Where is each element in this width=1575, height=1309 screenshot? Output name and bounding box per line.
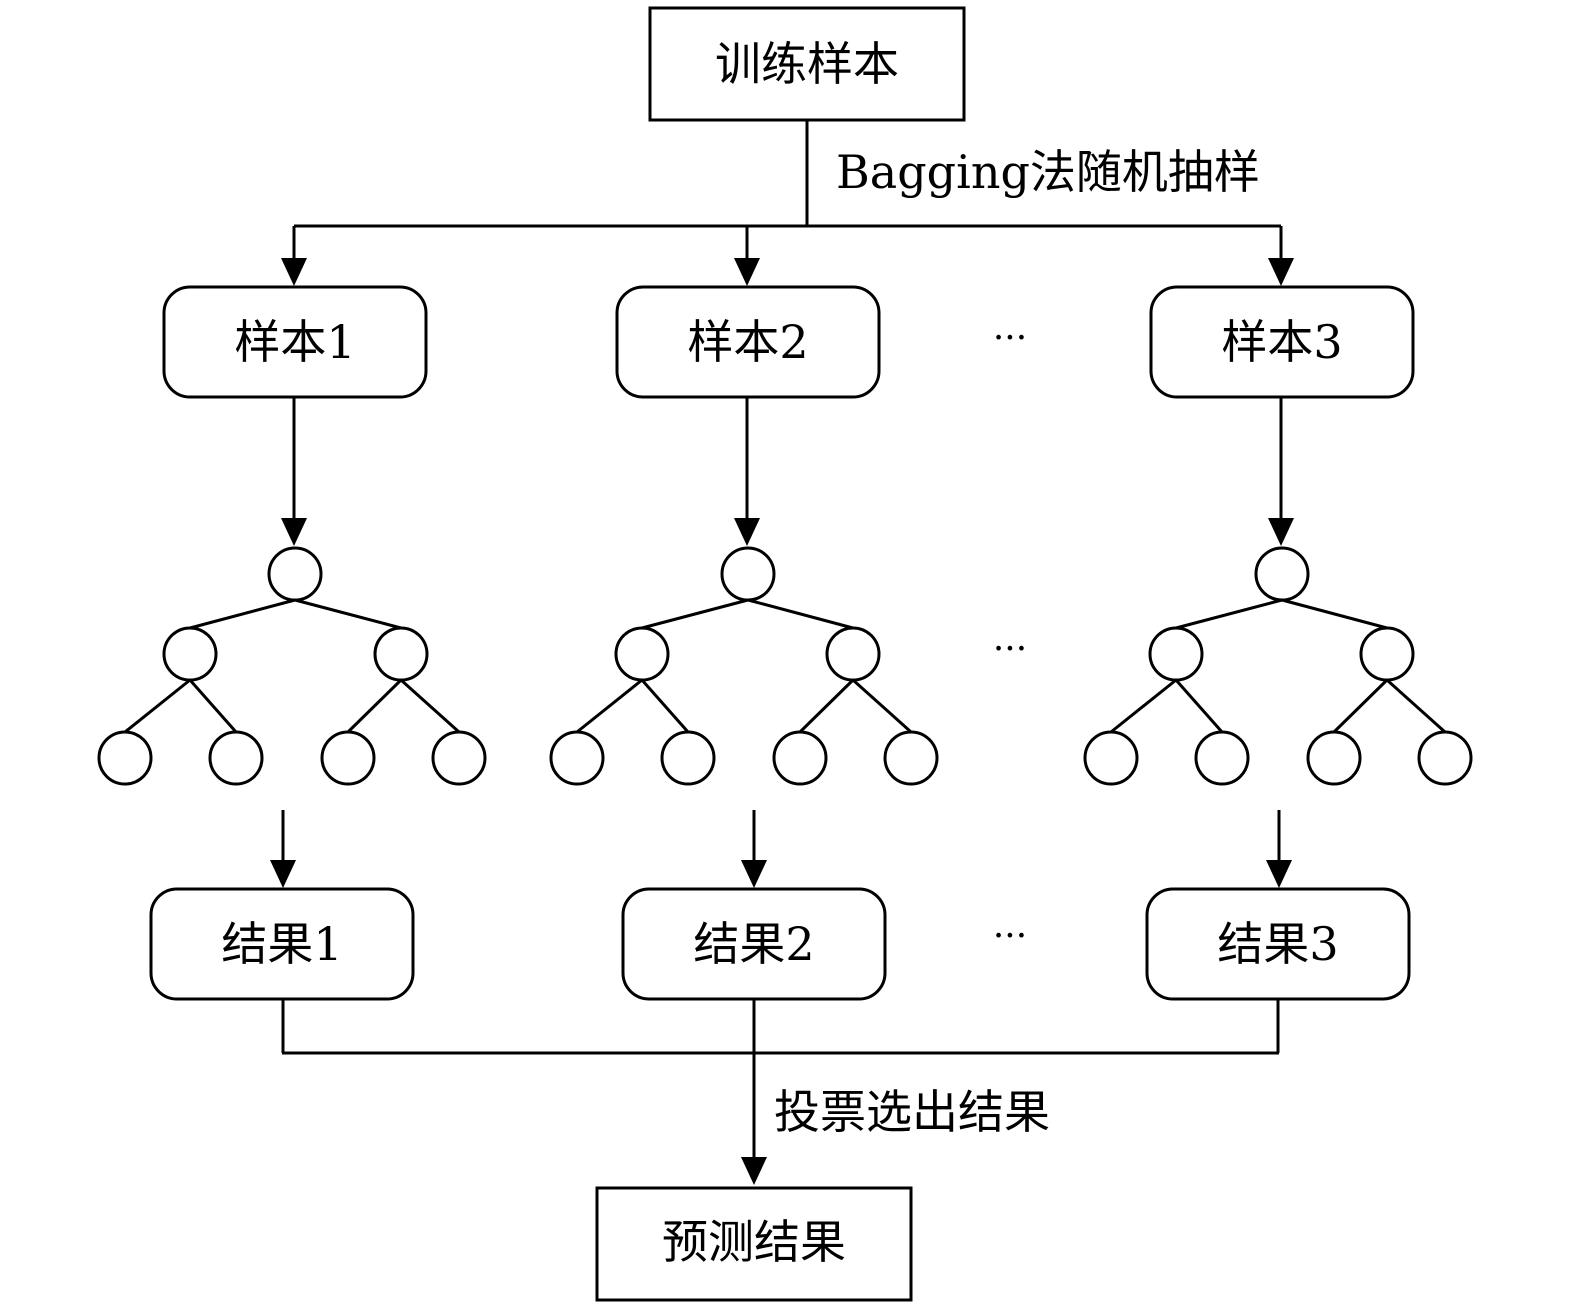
tree-edge: [640, 679, 690, 733]
merge-connectors: [281, 999, 1280, 1185]
sample-box-3: 样本3: [1149, 285, 1415, 399]
result-label-2: 结果2: [693, 917, 814, 971]
sample-label-2: 样本2: [687, 315, 808, 369]
arrowhead-icon: [281, 518, 307, 546]
tree-edge: [851, 678, 913, 734]
training-sample-label: 训练样本: [715, 37, 899, 91]
decision-tree-1: [97, 546, 487, 786]
training-sample-box: 训练样本: [648, 6, 966, 122]
tree-edge: [188, 679, 238, 733]
tree-leaf-node: [1417, 730, 1473, 786]
tree-edge: [1174, 679, 1224, 733]
tree-leaf-node: [320, 730, 376, 786]
tree-root-node: [720, 546, 776, 602]
tree-leaf-node: [1306, 730, 1362, 786]
tree-edge: [124, 678, 191, 734]
prediction-box: 预测结果: [595, 1186, 913, 1302]
arrowhead-icon: [1266, 860, 1292, 888]
tree-edge: [346, 678, 403, 734]
tree-edge: [1332, 678, 1389, 734]
sample-label-3: 样本3: [1221, 315, 1342, 369]
tree-edge: [747, 598, 854, 630]
arrowhead-icon: [734, 518, 760, 546]
tree-edge: [1385, 678, 1447, 734]
tree-internal-node: [614, 626, 670, 682]
tree-edge: [294, 598, 402, 630]
result-box-3: 结果3: [1145, 887, 1411, 1001]
tree-internal-node: [1148, 626, 1204, 682]
tree-edge: [576, 678, 643, 734]
tree-leaf-node: [1083, 730, 1139, 786]
result-box-1: 结果1: [149, 887, 415, 1001]
tree-leaf-node: [772, 730, 828, 786]
arrowhead-icon: [734, 258, 760, 286]
sample-label-1: 样本1: [234, 315, 355, 369]
decision-tree-2: [549, 546, 939, 786]
sample-box-2: 样本2: [615, 285, 881, 399]
result-arrows: [270, 810, 1292, 888]
decision-trees: [97, 546, 1473, 786]
tree-edge: [399, 678, 461, 734]
tree-root-node: [1254, 546, 1310, 602]
tree-leaf-node: [549, 730, 605, 786]
tree-input-arrows: [281, 397, 1294, 546]
ellipsis-results: ···: [993, 916, 1027, 957]
vote-label: 投票选出结果: [774, 1085, 1050, 1139]
tree-leaf-node: [97, 730, 153, 786]
arrowhead-icon: [741, 860, 767, 888]
tree-root-node: [267, 546, 323, 602]
bagging-label: Bagging法随机抽样: [836, 145, 1260, 199]
arrowhead-icon: [281, 258, 307, 286]
tree-internal-node: [825, 626, 881, 682]
arrowhead-icon: [270, 860, 296, 888]
tree-internal-node: [1359, 626, 1415, 682]
arrowhead-icon: [1268, 518, 1294, 546]
prediction-label: 预测结果: [662, 1215, 846, 1269]
tree-leaf-node: [431, 730, 487, 786]
arrowhead-icon: [1268, 258, 1294, 286]
result-label-3: 结果3: [1217, 917, 1338, 971]
sample-arrows: [281, 226, 1294, 286]
tree-edge: [798, 678, 855, 734]
tree-edge: [1175, 598, 1283, 630]
tree-internal-node: [373, 626, 429, 682]
tree-edge: [189, 598, 296, 630]
sample-box-1: 样本1: [162, 285, 428, 399]
tree-edge: [1281, 598, 1388, 630]
result-label-1: 结果1: [221, 917, 342, 971]
tree-edge: [641, 598, 749, 630]
ellipsis-samples: ···: [993, 318, 1027, 359]
tree-leaf-node: [883, 730, 939, 786]
result-box-2: 结果2: [621, 887, 887, 1001]
arrowhead-icon: [741, 1157, 767, 1185]
tree-edge: [1110, 678, 1177, 734]
decision-tree-3: [1083, 546, 1473, 786]
ellipsis-trees: ···: [993, 629, 1027, 670]
tree-internal-node: [162, 626, 218, 682]
tree-leaf-node: [660, 730, 716, 786]
tree-leaf-node: [1194, 730, 1250, 786]
tree-leaf-node: [208, 730, 264, 786]
